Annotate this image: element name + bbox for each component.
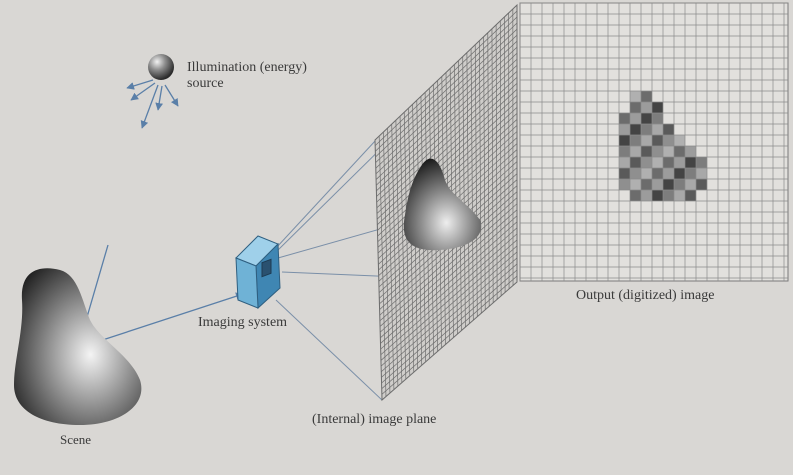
pixel bbox=[641, 113, 652, 124]
pixel bbox=[619, 146, 630, 157]
illumination-label-line1: Illumination (energy) bbox=[187, 60, 307, 75]
pixel bbox=[663, 179, 674, 190]
pixel bbox=[674, 135, 685, 146]
pixel bbox=[641, 102, 652, 113]
pixel bbox=[663, 135, 674, 146]
pixel bbox=[619, 157, 630, 168]
pixel bbox=[674, 168, 685, 179]
pixel bbox=[619, 124, 630, 135]
pixel bbox=[619, 113, 630, 124]
light-source-icon bbox=[126, 54, 179, 129]
imaging-system-label: Imaging system bbox=[198, 315, 287, 330]
pixel bbox=[641, 190, 652, 201]
pixel bbox=[652, 157, 663, 168]
pixel bbox=[641, 135, 652, 146]
image-plane-label: (Internal) image plane bbox=[312, 412, 436, 427]
light-rays bbox=[126, 79, 179, 129]
illumination-label-line2: source bbox=[187, 76, 224, 91]
pixel bbox=[619, 179, 630, 190]
projected-image-blob bbox=[403, 158, 482, 251]
pixel bbox=[630, 179, 641, 190]
light-sphere bbox=[148, 54, 174, 80]
pixel bbox=[652, 146, 663, 157]
pixel bbox=[685, 179, 696, 190]
pixel bbox=[652, 168, 663, 179]
pixel bbox=[652, 190, 663, 201]
scene-rays bbox=[77, 244, 244, 349]
pixel bbox=[652, 113, 663, 124]
pixel bbox=[696, 168, 707, 179]
pixel bbox=[663, 168, 674, 179]
scene-label: Scene bbox=[60, 432, 91, 447]
pixel bbox=[630, 124, 641, 135]
pixel bbox=[674, 146, 685, 157]
pixel bbox=[619, 168, 630, 179]
pixel bbox=[630, 190, 641, 201]
pixel bbox=[630, 168, 641, 179]
output-image-label: Output (digitized) image bbox=[576, 288, 714, 303]
pixel bbox=[663, 146, 674, 157]
pixel bbox=[663, 190, 674, 201]
pixel bbox=[630, 157, 641, 168]
pixel bbox=[641, 91, 652, 102]
pixel bbox=[619, 135, 630, 146]
pixel bbox=[630, 135, 641, 146]
pixel bbox=[685, 190, 696, 201]
camera-icon bbox=[235, 235, 281, 310]
pixel bbox=[641, 124, 652, 135]
pixel bbox=[641, 157, 652, 168]
pixel bbox=[696, 179, 707, 190]
pixel bbox=[652, 179, 663, 190]
pixel bbox=[652, 124, 663, 135]
pixel bbox=[630, 113, 641, 124]
image-plane bbox=[374, 3, 518, 402]
pixel bbox=[696, 157, 707, 168]
pixel bbox=[674, 157, 685, 168]
pixel bbox=[630, 102, 641, 113]
pixel bbox=[674, 190, 685, 201]
pixel bbox=[641, 146, 652, 157]
pixel bbox=[652, 102, 663, 113]
output-image bbox=[519, 2, 789, 282]
pixel bbox=[685, 146, 696, 157]
pixel bbox=[663, 124, 674, 135]
pixel bbox=[685, 168, 696, 179]
scene-object bbox=[14, 268, 142, 425]
digitized-pixels bbox=[619, 91, 707, 201]
pixel bbox=[685, 157, 696, 168]
pixel bbox=[630, 91, 641, 102]
pixel bbox=[663, 157, 674, 168]
output-grid bbox=[519, 2, 788, 281]
pixel bbox=[674, 179, 685, 190]
pixel bbox=[630, 146, 641, 157]
pixel bbox=[641, 179, 652, 190]
pixel bbox=[652, 135, 663, 146]
pixel bbox=[641, 168, 652, 179]
